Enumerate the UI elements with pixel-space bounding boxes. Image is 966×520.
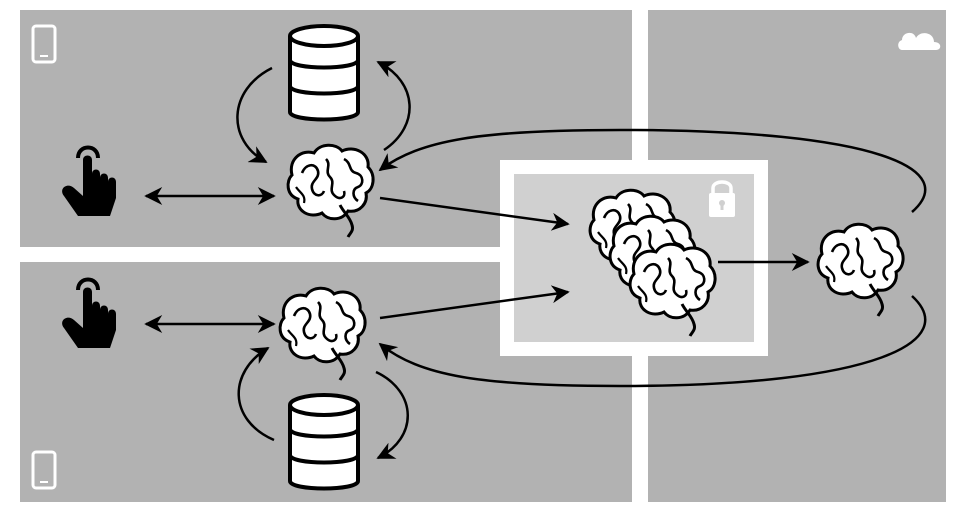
edge-db-top-to-model — [236, 66, 273, 164]
edge-model-top-to-db — [376, 60, 411, 152]
lock-icon — [709, 180, 735, 217]
edge-model-bottom-to-aggregation — [379, 285, 570, 320]
database-icon — [288, 24, 360, 122]
edge-model-bottom-to-db — [375, 370, 409, 460]
database-icon — [288, 393, 360, 491]
edge-global-to-model-top — [378, 128, 927, 213]
cloud-icon — [898, 32, 941, 50]
edge-db-bottom-to-model — [237, 346, 275, 442]
edge-model-top-to-aggregation — [379, 196, 570, 231]
edge-global-to-model-bottom — [378, 295, 927, 388]
